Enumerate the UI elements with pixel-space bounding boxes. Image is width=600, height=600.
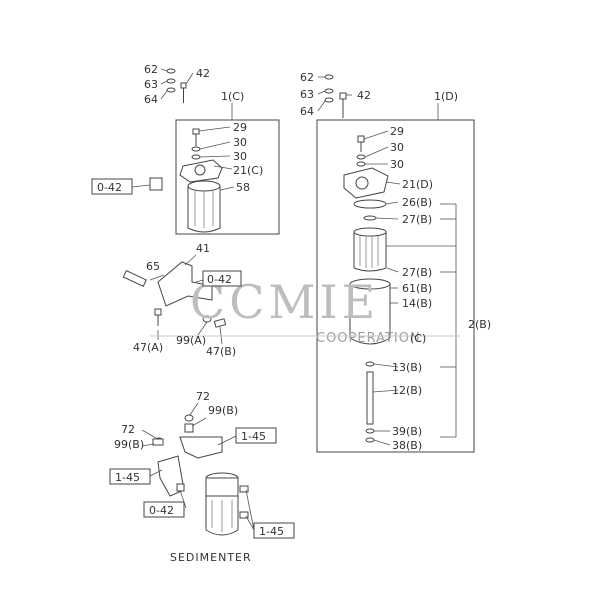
sedimenter <box>152 414 249 536</box>
label-64-right: 64 <box>300 105 314 118</box>
ref-box-0-42-b: 0-42 <box>207 273 232 286</box>
ref-box-1-45-c: 1-45 <box>259 525 284 538</box>
part-labels: 62 63 64 42 1(C) 29 30 30 21(C) 58 41 65… <box>114 63 491 452</box>
label-sc: (C) <box>410 332 426 345</box>
label-65: 65 <box>146 260 160 273</box>
label-47b: 47(B) <box>206 345 236 358</box>
label-63-left: 63 <box>144 78 158 91</box>
sedimenter-caption: SEDIMENTER <box>170 551 252 564</box>
label-63-right: 63 <box>300 88 314 101</box>
label-64-left: 64 <box>144 93 158 106</box>
label-1c: 1(C) <box>221 90 244 103</box>
label-30-left-b: 30 <box>233 150 247 163</box>
filter-assembly-1d <box>324 74 391 443</box>
label-2b: 2(B) <box>468 318 491 331</box>
label-12b: 12(B) <box>392 384 422 397</box>
label-99b-upper: 99(B) <box>208 404 238 417</box>
label-72-lower: 72 <box>121 423 135 436</box>
label-1d: 1(D) <box>434 90 458 103</box>
label-13b: 13(B) <box>392 361 422 374</box>
label-29-right: 29 <box>390 125 404 138</box>
label-30-right-b: 30 <box>390 158 404 171</box>
label-41: 41 <box>196 242 210 255</box>
label-47a: 47(A) <box>133 341 163 354</box>
label-38b: 38(B) <box>392 439 422 452</box>
label-29-left: 29 <box>233 121 247 134</box>
label-21c: 21(C) <box>233 164 263 177</box>
label-14b: 14(B) <box>402 297 432 310</box>
leader-lines <box>131 68 457 531</box>
ref-box-1-45-b: 1-45 <box>115 471 140 484</box>
label-99a: 99(A) <box>176 334 206 347</box>
filter-assembly-1c <box>149 68 223 233</box>
label-62-right: 62 <box>300 71 314 84</box>
watermark-sub: COOPERATION <box>316 331 421 346</box>
label-61b: 61(B) <box>402 282 432 295</box>
label-27b-lower: 27(B) <box>402 266 432 279</box>
label-42-left: 42 <box>196 67 210 80</box>
ref-box-1-45-a: 1-45 <box>241 430 266 443</box>
label-21d: 21(D) <box>402 178 433 191</box>
frame-1d <box>316 119 475 453</box>
ref-box-0-42-c: 0-42 <box>149 504 174 517</box>
frame-1c <box>175 119 280 235</box>
label-62-left: 62 <box>144 63 158 76</box>
label-30-right-a: 30 <box>390 141 404 154</box>
label-30-left-a: 30 <box>233 136 247 149</box>
label-27b-upper: 27(B) <box>402 213 432 226</box>
label-42-right: 42 <box>357 89 371 102</box>
ref-box-0-42-a: 0-42 <box>97 181 122 194</box>
label-99b-lower: 99(B) <box>114 438 144 451</box>
label-58: 58 <box>236 181 250 194</box>
label-39b: 39(B) <box>392 425 422 438</box>
label-72-upper: 72 <box>196 390 210 403</box>
ref-boxes <box>91 178 295 539</box>
label-26b: 26(B) <box>402 196 432 209</box>
